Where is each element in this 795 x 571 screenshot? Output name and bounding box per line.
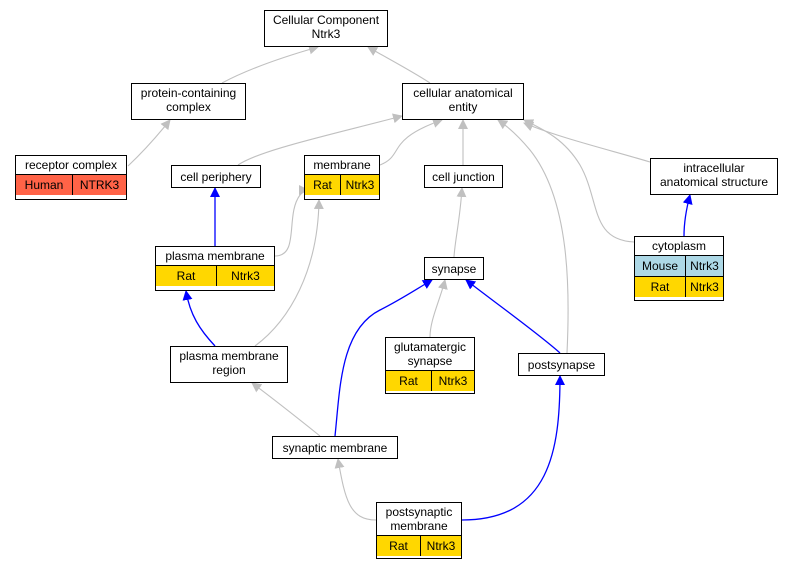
organism-cell: Rat bbox=[156, 266, 216, 286]
node-membrane[interactable]: membrane Rat Ntrk3 bbox=[304, 155, 380, 200]
node-cell-periphery[interactable]: cell periphery bbox=[171, 165, 261, 188]
gene-cell: Ntrk3 bbox=[431, 371, 474, 391]
node-synaptic-membrane[interactable]: synaptic membrane bbox=[272, 436, 398, 459]
node-title: receptor complex bbox=[24, 158, 118, 172]
gene-cell: Ntrk3 bbox=[340, 175, 379, 195]
node-title: synaptic membrane bbox=[282, 440, 388, 455]
gene-cell: Ntrk3 bbox=[420, 536, 461, 556]
organism-cell: Human bbox=[16, 175, 72, 195]
edge-pcc-to-root bbox=[221, 44, 319, 84]
node-title: postsynapse bbox=[527, 357, 596, 372]
annotation-row: Rat Ntrk3 bbox=[635, 276, 723, 297]
node-title: Cellular Component Ntrk3 bbox=[272, 13, 380, 41]
node-title: cell periphery bbox=[180, 169, 252, 184]
edge-psm-to-sm bbox=[334, 458, 377, 521]
node-title: cellular anatomical entity bbox=[413, 86, 513, 114]
gene-cell: NTRK3 bbox=[72, 175, 126, 195]
node-receptor-complex[interactable]: receptor complex Human NTRK3 bbox=[15, 155, 127, 200]
node-title: synapse bbox=[431, 261, 477, 276]
gene-cell: Ntrk3 bbox=[685, 256, 723, 276]
edge-sm-to-pmr bbox=[251, 382, 321, 437]
annotation-row: Rat Ntrk3 bbox=[386, 370, 474, 391]
organism-cell: Rat bbox=[635, 277, 685, 297]
node-postsynaptic-membrane[interactable]: postsynaptic membrane Rat Ntrk3 bbox=[376, 502, 462, 559]
node-title: plasma membrane region bbox=[179, 349, 279, 377]
node-glutamatergic-synapse[interactable]: glutamatergic synapse Rat Ntrk3 bbox=[385, 337, 475, 394]
node-cellular-component-ntrk3[interactable]: Cellular Component Ntrk3 bbox=[264, 10, 388, 47]
node-postsynapse[interactable]: postsynapse bbox=[518, 353, 605, 376]
node-cellular-anatomical-entity[interactable]: cellular anatomical entity bbox=[402, 83, 524, 120]
annotation-row: Mouse Ntrk3 bbox=[635, 255, 723, 276]
edge-syn-to-cj bbox=[453, 187, 467, 258]
node-synapse[interactable]: synapse bbox=[424, 257, 484, 280]
annotation-row: Rat Ntrk3 bbox=[156, 265, 274, 286]
gene-cell: Ntrk3 bbox=[216, 266, 274, 286]
edge-cyto-to-ias bbox=[682, 194, 693, 237]
organism-cell: Rat bbox=[305, 175, 340, 195]
edge-cp-to-cae bbox=[237, 113, 403, 166]
edge-sm-to-syn bbox=[334, 279, 433, 437]
edge-ps-to-cae bbox=[497, 119, 569, 354]
node-title: postsynaptic membrane bbox=[385, 505, 453, 533]
node-plasma-membrane-region[interactable]: plasma membrane region bbox=[170, 346, 288, 383]
edge-ias-to-cae bbox=[523, 121, 651, 163]
node-plasma-membrane[interactable]: plasma membrane Rat Ntrk3 bbox=[155, 246, 275, 291]
edge-ps-to-syn bbox=[465, 279, 561, 354]
edge-rc-to-pcc bbox=[127, 119, 171, 167]
node-title: protein-containing complex bbox=[140, 86, 237, 114]
annotation-row: Rat Ntrk3 bbox=[377, 535, 461, 556]
annotation-row: Rat Ntrk3 bbox=[305, 174, 379, 195]
node-title: intracellular anatomical structure bbox=[659, 161, 769, 189]
node-intracellular-anatomical-structure[interactable]: intracellular anatomical structure bbox=[650, 158, 778, 195]
node-cell-junction[interactable]: cell junction bbox=[424, 165, 503, 188]
node-title: cell junction bbox=[432, 169, 495, 184]
organism-cell: Rat bbox=[377, 536, 420, 556]
gene-cell: Ntrk3 bbox=[685, 277, 723, 297]
edge-psm-to-ps bbox=[461, 375, 565, 521]
organism-cell: Mouse bbox=[635, 256, 685, 276]
node-title: plasma membrane bbox=[165, 249, 265, 263]
node-title: membrane bbox=[313, 158, 371, 172]
edge-cyto-to-cae bbox=[523, 119, 635, 243]
annotation-row: Human NTRK3 bbox=[16, 174, 126, 195]
organism-cell: Rat bbox=[386, 371, 431, 391]
edge-pmr-to-mem bbox=[254, 199, 324, 347]
node-title: cytoplasm bbox=[651, 239, 707, 253]
edge-mem-to-cae bbox=[379, 118, 443, 166]
edge-gs-to-syn bbox=[429, 279, 448, 338]
edge-pmr-to-pm bbox=[182, 290, 216, 347]
node-cytoplasm[interactable]: cytoplasm Mouse Ntrk3 Rat Ntrk3 bbox=[634, 236, 724, 301]
edge-cae-to-root bbox=[367, 46, 431, 84]
node-protein-containing-complex[interactable]: protein-containing complex bbox=[131, 83, 246, 120]
node-title: glutamatergic synapse bbox=[393, 340, 467, 368]
